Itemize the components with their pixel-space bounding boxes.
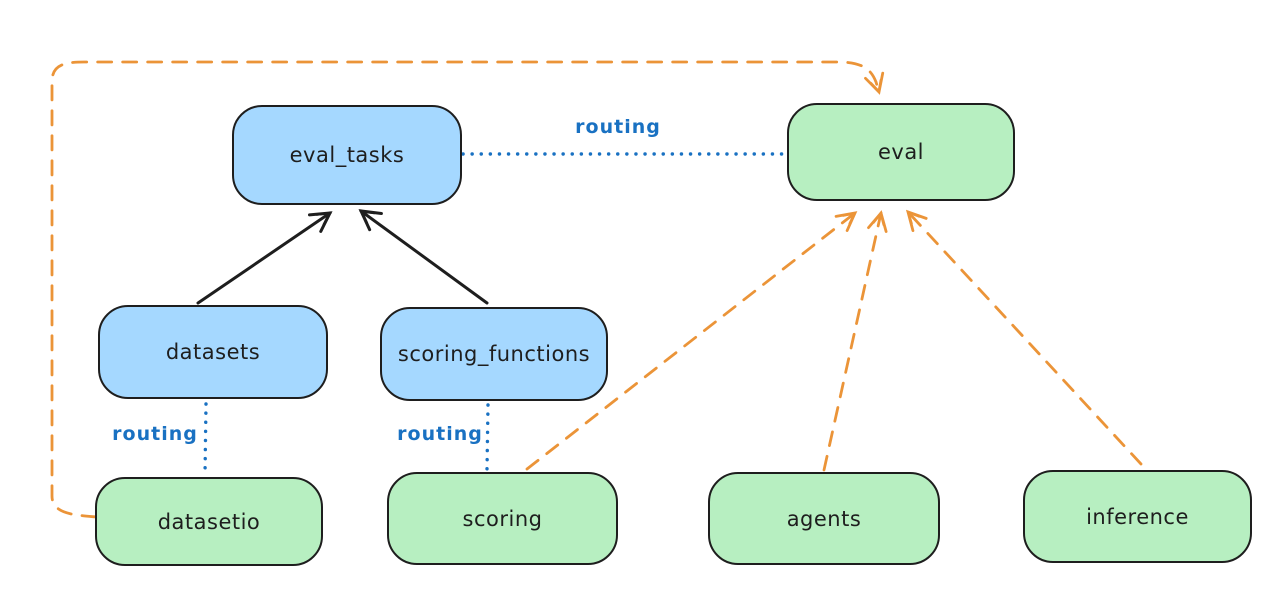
node-agents: agents — [708, 472, 940, 565]
edge-datasetio-to-eval — [50, 60, 885, 519]
node-inference-label: inference — [1086, 504, 1189, 529]
node-scoring-label: scoring — [462, 506, 543, 531]
edge-label-routing-scoring: routing — [397, 423, 483, 445]
node-eval-label: eval — [877, 140, 925, 164]
node-eval_tasks-label: eval_tasks — [289, 143, 405, 167]
node-datasets-label: datasets — [165, 340, 261, 364]
node-datasets: datasets — [98, 305, 328, 399]
edge-label-routing-datasets: routing — [112, 423, 198, 445]
node-scoring_functions: scoring_functions — [380, 307, 608, 401]
node-eval_tasks: eval_tasks — [232, 105, 462, 205]
edge-scoring_functions-to-eval_tasks — [358, 209, 489, 305]
node-inference: inference — [1023, 470, 1252, 563]
node-scoring: scoring — [387, 472, 618, 565]
edge-agents-to-eval — [822, 210, 888, 472]
edge-label-routing-top: routing — [575, 116, 661, 138]
edge-inference-to-eval — [905, 209, 1143, 466]
node-agents-label: agents — [786, 506, 862, 531]
node-scoring_functions-label: scoring_functions — [397, 342, 591, 366]
edge-datasets-to-eval_tasks — [196, 211, 333, 305]
node-eval: eval — [787, 103, 1015, 201]
node-datasetio-label: datasetio — [157, 509, 261, 534]
node-datasetio: datasetio — [95, 477, 323, 566]
